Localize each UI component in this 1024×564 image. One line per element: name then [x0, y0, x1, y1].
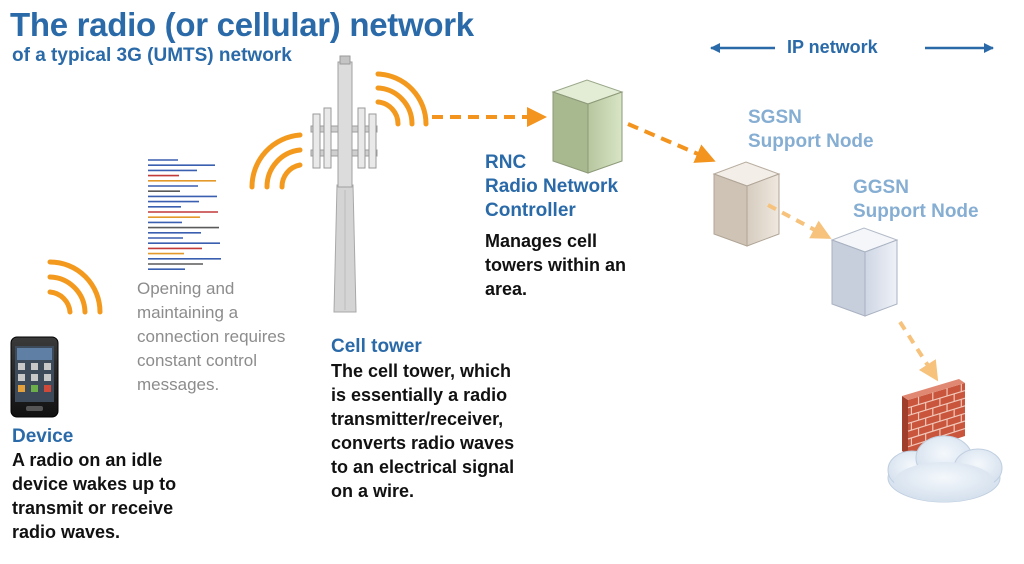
arrow-rnc-to-sgsn — [627, 122, 716, 163]
cell-tower-heading: Cell tower — [331, 336, 422, 357]
phone-icon — [10, 336, 59, 418]
control-messages-description: Opening and maintaining a connection req… — [137, 279, 286, 394]
control-messages-icon — [146, 157, 238, 275]
ip-network-label: IP network — [787, 37, 878, 57]
ggsn-server-icon — [830, 227, 899, 317]
page-subtitle: of a typical 3G (UMTS) network — [12, 45, 292, 66]
sgsn-server-icon — [712, 161, 781, 247]
arrow-ggsn-to-firewall — [898, 320, 939, 382]
ggsn-heading: GGSN Support Node — [853, 177, 979, 222]
rnc-description: Manages cell towers within an area. — [485, 231, 627, 299]
cell-tower-icon — [310, 55, 378, 313]
device-description: A radio on an idle device wakes up to tr… — [12, 450, 177, 542]
rnc-heading: RNC Radio Network Controller — [485, 152, 619, 221]
sgsn-heading: SGSN Support Node — [748, 107, 874, 152]
page-title: The radio (or cellular) network — [10, 6, 474, 43]
radio-waves-icon — [375, 71, 429, 127]
device-heading: Device — [12, 426, 74, 447]
rnc-server-icon — [551, 79, 624, 174]
arrow-sgsn-to-ggsn — [767, 203, 832, 239]
internet-cloud-icon — [887, 435, 1003, 503]
cell-tower-description: The cell tower, which is essentially a r… — [331, 361, 515, 501]
radio-waves-icon — [249, 132, 303, 190]
radio-waves-icon — [47, 259, 103, 315]
